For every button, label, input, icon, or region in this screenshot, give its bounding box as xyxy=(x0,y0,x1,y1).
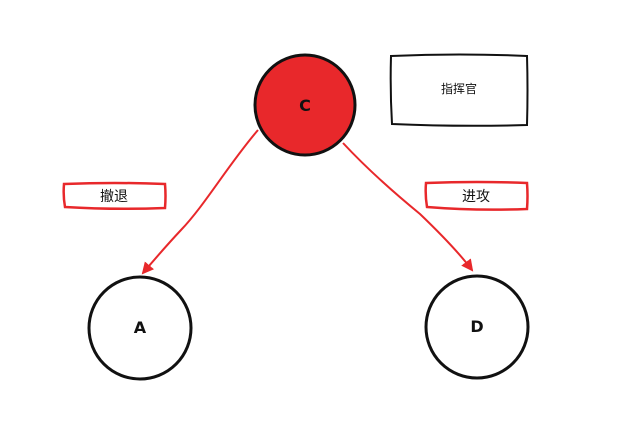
node-d-circle xyxy=(424,274,530,380)
node-a-circle xyxy=(87,275,193,381)
retreat-label: 撤退 xyxy=(100,189,128,205)
attack-label: 进攻 xyxy=(462,189,490,205)
node-d-label: D xyxy=(470,317,483,336)
attack-arrow xyxy=(342,142,474,272)
retreat-label-box: 撤退 xyxy=(62,181,167,211)
retreat-arrow xyxy=(141,129,259,275)
node-a: A xyxy=(87,275,193,381)
node-c: C xyxy=(253,53,357,157)
node-d: D xyxy=(424,274,530,380)
node-c-circle xyxy=(253,53,357,157)
commander-box: 指挥官 xyxy=(389,53,529,127)
commander-label: 指挥官 xyxy=(441,81,477,96)
node-a-label: A xyxy=(134,318,147,337)
node-c-label: C xyxy=(299,96,311,115)
attack-label-box: 进攻 xyxy=(424,180,529,211)
